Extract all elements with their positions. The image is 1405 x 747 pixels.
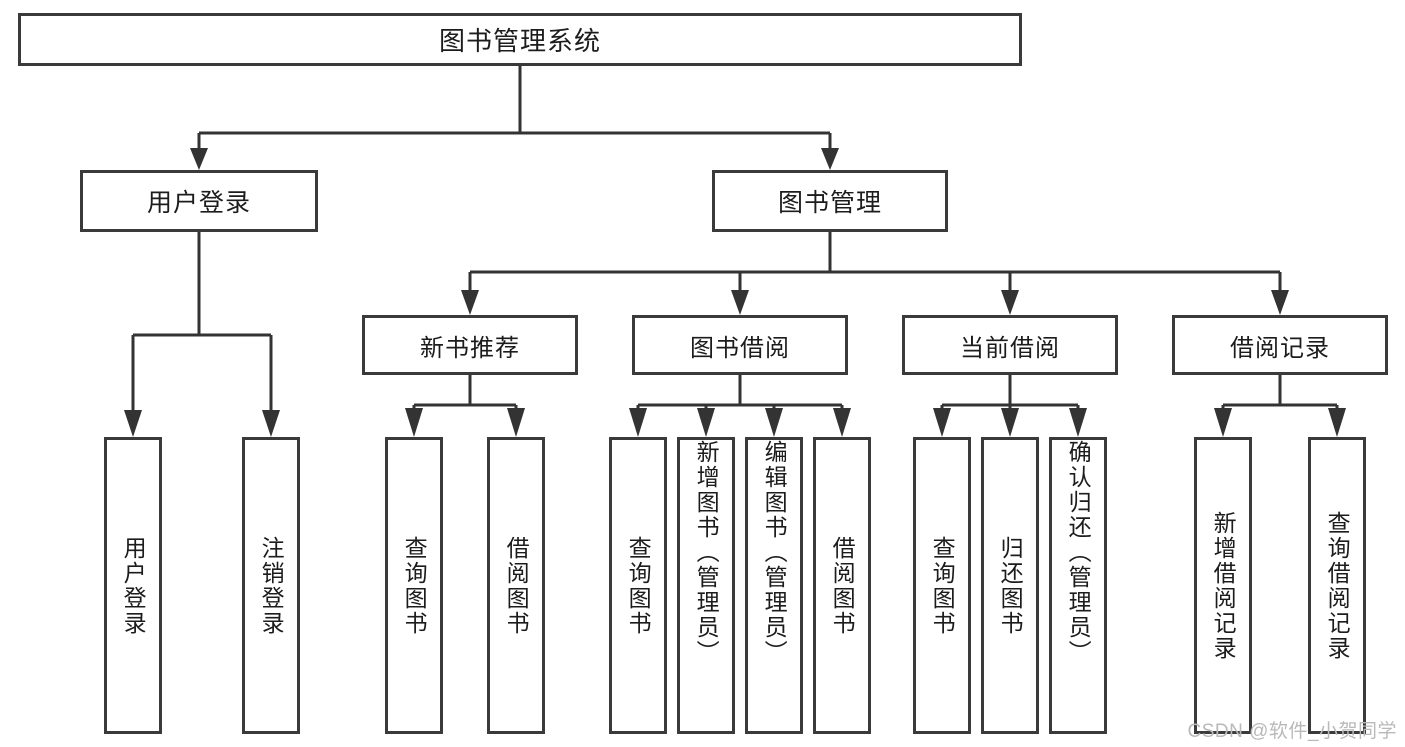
node-current-borrow[interactable]: 当前借阅 (902, 315, 1118, 375)
node-label: 当前借阅 (960, 334, 1060, 362)
csdn-watermark: CSDN @软件_小贺同学 (1187, 721, 1397, 742)
arrowhead-user-login (190, 148, 208, 170)
arrowhead-user-login-leaf-1 (262, 410, 280, 437)
arrowhead-book-borrow-leaf-3 (833, 408, 851, 437)
node-label: 图书借阅 (690, 334, 790, 362)
node-borrow-record[interactable]: 借阅记录 (1172, 315, 1388, 375)
leaf-label: 确认归还（管理员） (1065, 440, 1092, 665)
leaf-label: 查询图书 (401, 535, 428, 636)
arrowhead-book-borrow-leaf-0 (629, 408, 647, 437)
leaf-label: 新增图书（管理员） (693, 440, 720, 665)
leaf-current-borrow-return-book[interactable]: 归还图书 (981, 437, 1039, 734)
leaf-label: 借阅图书 (503, 535, 530, 636)
leaf-new-book-borrow-book[interactable]: 借阅图书 (487, 437, 545, 734)
arrowhead-book-manage (821, 148, 839, 170)
arrowhead-borrow-record-leaf-0 (1214, 408, 1232, 437)
arrowhead-book-borrow-leaf-1 (697, 408, 715, 437)
leaf-book-borrow-add-book[interactable]: 新增图书（管理员） (677, 437, 735, 734)
node-label: 用户登录 (146, 189, 251, 217)
leaf-label: 查询图书 (625, 535, 652, 636)
node-book-manage[interactable]: 图书管理 (712, 170, 948, 232)
arrowhead-new-book-leaf-0 (405, 408, 423, 437)
arrowhead-book-borrow-leaf-2 (765, 408, 783, 437)
leaf-current-borrow-confirm-return[interactable]: 确认归还（管理员） (1049, 437, 1107, 734)
arrowhead-current-borrow-leaf-1 (1001, 408, 1019, 437)
leaf-user-login-login[interactable]: 用户登录 (104, 437, 162, 734)
node-label: 图书管理 (777, 189, 882, 217)
leaf-current-borrow-query-book[interactable]: 查询图书 (913, 437, 971, 734)
node-label: 新书推荐 (420, 334, 520, 362)
node-label: 图书管理系统 (438, 26, 601, 56)
leaf-label: 注销登录 (258, 535, 285, 636)
arrowhead-current-borrow-leaf-2 (1069, 408, 1087, 437)
arrowhead-book-borrow (731, 290, 749, 315)
node-book-borrow[interactable]: 图书借阅 (632, 315, 848, 375)
leaf-label: 归还图书 (997, 535, 1024, 636)
leaf-label: 查询借阅记录 (1324, 510, 1351, 661)
node-user-login[interactable]: 用户登录 (80, 170, 318, 232)
arrowhead-current-borrow-leaf-0 (933, 408, 951, 437)
arrowhead-borrow-record (1271, 290, 1289, 315)
leaf-new-book-query-book[interactable]: 查询图书 (385, 437, 443, 734)
node-root-system[interactable]: 图书管理系统 (18, 13, 1022, 66)
leaf-label: 借阅图书 (829, 535, 856, 636)
arrowhead-user-login-leaf-0 (124, 410, 142, 437)
leaf-borrow-record-add-record[interactable]: 新增借阅记录 (1194, 437, 1252, 734)
leaf-label: 新增借阅记录 (1210, 510, 1237, 661)
arrowhead-new-book-leaf-1 (507, 408, 525, 437)
node-label: 借阅记录 (1230, 334, 1330, 362)
leaf-user-login-logout[interactable]: 注销登录 (242, 437, 300, 734)
arrowhead-current-borrow (1001, 290, 1019, 315)
leaf-book-borrow-query-book[interactable]: 查询图书 (609, 437, 667, 734)
arrowhead-borrow-record-leaf-1 (1328, 408, 1346, 437)
node-new-book-recommend[interactable]: 新书推荐 (362, 315, 578, 375)
leaf-borrow-record-query-record[interactable]: 查询借阅记录 (1308, 437, 1366, 734)
leaf-book-borrow-borrow-book[interactable]: 借阅图书 (813, 437, 871, 734)
leaf-label: 查询图书 (929, 535, 956, 636)
arrowhead-new-book (461, 290, 479, 315)
leaf-book-borrow-edit-book[interactable]: 编辑图书（管理员） (745, 437, 803, 734)
leaf-label: 编辑图书（管理员） (761, 440, 788, 665)
leaf-label: 用户登录 (120, 535, 147, 636)
